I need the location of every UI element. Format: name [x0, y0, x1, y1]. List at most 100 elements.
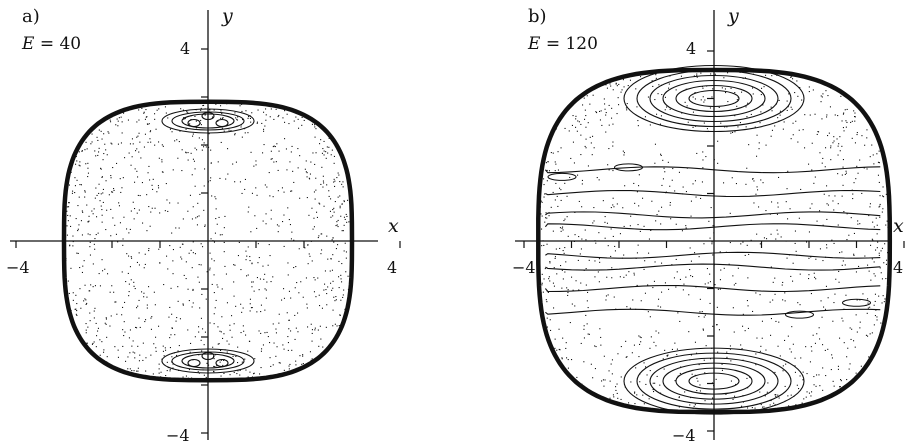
sea-dot	[678, 397, 680, 399]
sea-dot	[704, 400, 706, 402]
sea-dot	[253, 372, 255, 374]
sea-dot	[620, 398, 622, 400]
panel-b-energy-label: E = 120	[527, 34, 598, 54]
sea-dot	[263, 111, 265, 113]
sea-dot	[662, 178, 664, 180]
sea-dot	[540, 200, 542, 202]
sea-dot	[190, 152, 192, 154]
sea-dot	[839, 252, 841, 254]
sea-dot	[623, 86, 625, 88]
sea-dot	[311, 332, 313, 334]
sea-dot	[568, 130, 570, 132]
sea-dot	[208, 109, 210, 111]
sea-dot	[307, 263, 309, 265]
sea-dot	[801, 402, 803, 404]
sea-dot	[554, 338, 556, 340]
sea-dot	[580, 154, 582, 156]
sea-dot	[557, 151, 559, 153]
sea-dot	[336, 221, 338, 223]
sea-dot	[311, 123, 313, 125]
sea-dot	[104, 268, 106, 270]
sea-dot	[814, 113, 816, 115]
sea-dot	[320, 139, 322, 141]
sea-dot	[794, 357, 796, 359]
sea-dot	[222, 117, 224, 119]
sea-dot	[138, 317, 140, 319]
sea-dot	[225, 178, 227, 180]
sea-dot	[123, 321, 125, 323]
sea-dot	[734, 92, 736, 94]
sea-dot	[676, 271, 678, 273]
sea-dot	[83, 300, 85, 302]
sea-dot	[810, 293, 812, 295]
sea-dot	[327, 152, 329, 154]
sea-dot	[171, 232, 173, 234]
sea-dot	[853, 110, 855, 112]
sea-dot	[878, 252, 880, 254]
sea-dot	[837, 115, 839, 117]
sea-dot	[576, 130, 578, 132]
sea-dot	[233, 281, 235, 283]
sea-dot	[332, 209, 334, 211]
sea-dot	[200, 107, 202, 109]
sea-dot	[547, 161, 549, 163]
sea-dot	[607, 294, 609, 296]
sea-dot	[304, 247, 306, 249]
sea-dot	[726, 356, 728, 358]
sea-dot	[255, 160, 257, 162]
sea-dot	[782, 281, 784, 283]
sea-dot	[165, 112, 167, 114]
sea-dot	[251, 112, 253, 114]
sea-dot	[129, 143, 131, 145]
sea-dot	[128, 295, 130, 297]
sea-dot	[649, 347, 651, 349]
sea-dot	[309, 178, 311, 180]
sea-dot	[237, 116, 239, 118]
sea-dot	[340, 299, 342, 301]
sea-dot	[234, 264, 236, 266]
sea-dot	[616, 113, 618, 115]
sea-dot	[866, 312, 868, 314]
sea-dot	[119, 178, 121, 180]
sea-dot	[244, 178, 246, 180]
sea-dot	[553, 307, 555, 309]
sea-dot	[69, 244, 71, 246]
sea-dot	[104, 143, 106, 145]
sea-dot	[718, 329, 720, 331]
sea-dot	[185, 152, 187, 154]
sea-dot	[203, 344, 205, 346]
sea-dot	[763, 406, 765, 408]
sea-dot	[820, 300, 822, 302]
sea-dot	[601, 124, 603, 126]
sea-dot	[99, 200, 101, 202]
sea-dot	[652, 287, 654, 289]
sea-dot	[114, 224, 116, 226]
sea-dot	[636, 106, 638, 108]
sea-dot	[314, 279, 316, 281]
sea-dot	[326, 235, 328, 237]
sea-dot	[332, 309, 334, 311]
sea-dot	[583, 97, 585, 99]
sea-dot	[880, 272, 882, 274]
sea-dot	[569, 176, 571, 178]
sea-dot	[654, 261, 656, 263]
sea-dot	[691, 373, 693, 375]
sea-dot	[644, 116, 646, 118]
sea-dot	[241, 311, 243, 313]
sea-dot	[146, 194, 148, 196]
sea-dot	[661, 94, 663, 96]
sea-dot	[857, 172, 859, 174]
sea-dot	[747, 305, 749, 307]
sea-dot	[115, 124, 117, 126]
sea-dot	[709, 273, 711, 275]
sea-dot	[541, 228, 543, 230]
sea-dot	[241, 192, 243, 194]
sea-dot	[740, 344, 742, 346]
sea-dot	[701, 181, 703, 183]
sea-dot	[277, 231, 279, 233]
sea-dot	[850, 121, 852, 123]
sea-dot	[549, 261, 551, 263]
sea-dot	[883, 196, 885, 198]
sea-dot	[200, 243, 202, 245]
sea-dot	[67, 280, 69, 282]
